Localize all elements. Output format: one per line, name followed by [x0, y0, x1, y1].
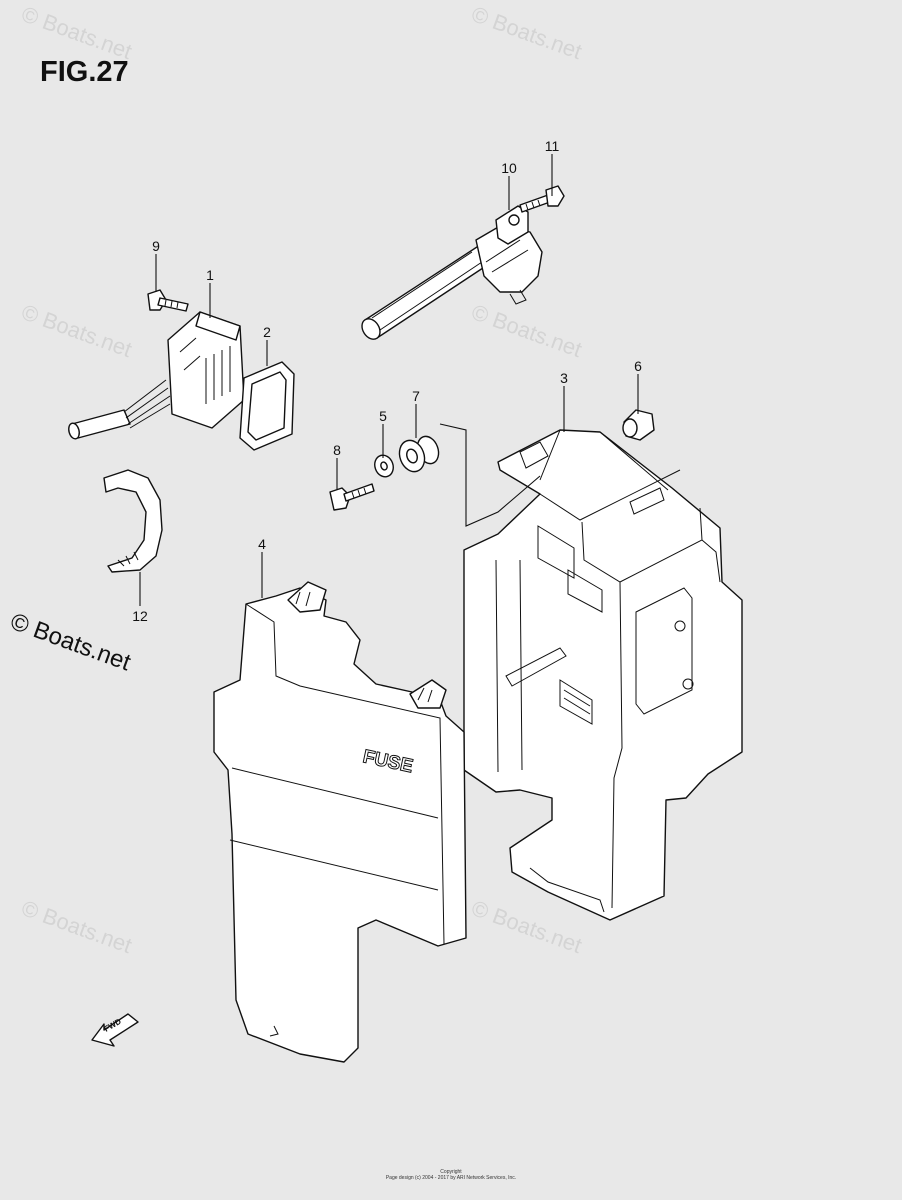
callout-4: 4: [258, 536, 266, 552]
watermark: © Boats.net: [18, 1, 135, 64]
watermark: © Boats.net: [468, 299, 585, 362]
watermark: © Boats.net: [18, 895, 135, 958]
leader-lines: [139, 154, 639, 606]
callouts: 1 2 3 4 5 6 7 8 9 10 11 12: [132, 138, 642, 624]
callout-10: 10: [501, 160, 517, 176]
watermark: © Boats.net: [468, 895, 585, 958]
callout-9: 9: [152, 238, 160, 254]
callout-12: 12: [132, 608, 148, 624]
part-11-bolt: [519, 185, 565, 213]
part-2-gasket: [239, 361, 295, 451]
fwd-arrow: FWD: [91, 1013, 139, 1047]
callout-2: 2: [263, 324, 271, 340]
part-3-electrical-box: [463, 429, 743, 921]
part-6-grommet: [622, 409, 655, 441]
callout-5: 5: [379, 408, 387, 424]
watermark: © Boats.net: [18, 299, 135, 362]
callout-3: 3: [560, 370, 568, 386]
part-12-clamp: [103, 469, 163, 573]
part-5-washer: [374, 454, 394, 478]
callout-7: 7: [412, 388, 420, 404]
watermark: © Boats.net: [468, 1, 585, 64]
copyright-notice: Page design (c) 2004 - 2017 by ARI Netwo…: [385, 1175, 517, 1181]
callout-6: 6: [634, 358, 642, 374]
part-7-grommet: [398, 435, 440, 473]
callout-1: 1: [206, 267, 214, 283]
part-4-cover: [213, 581, 467, 1063]
figure-title: FIG.27: [40, 56, 129, 88]
callout-8: 8: [333, 442, 341, 458]
part-1-regulator: [68, 311, 245, 440]
part-9-bolt: [147, 289, 189, 312]
copyright-label: Copyright: [440, 1169, 462, 1175]
part-10-ignition-coil: [361, 205, 543, 340]
part-8-bolt: [329, 483, 375, 511]
callout-11: 11: [545, 138, 560, 154]
